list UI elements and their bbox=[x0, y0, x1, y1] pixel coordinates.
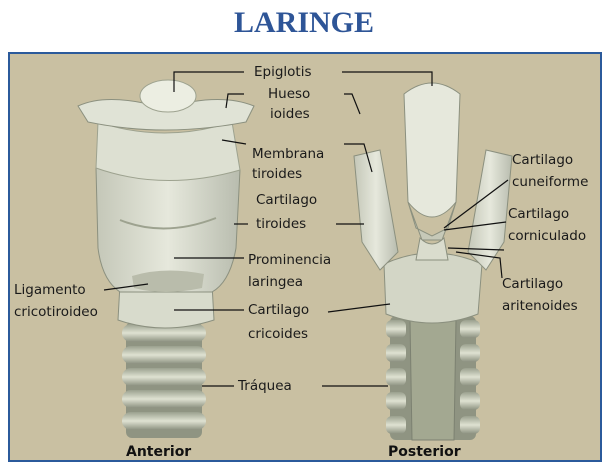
label-aritenoides-1: Cartilago bbox=[502, 276, 563, 292]
label-cuneiforme-2: cuneiforme bbox=[512, 174, 588, 190]
label-prominencia-1: Prominencia bbox=[248, 252, 331, 268]
label-corniculado-1: Cartilago bbox=[508, 206, 569, 222]
label-cricoides-2: cricoides bbox=[248, 326, 308, 342]
label-aritenoides-2: aritenoides bbox=[502, 298, 578, 314]
label-epiglotis: Epiglotis bbox=[254, 64, 312, 80]
label-traquea: Tráquea bbox=[237, 378, 292, 394]
label-ligamento-1: Ligamento bbox=[14, 282, 86, 298]
label-ligamento-2: cricotiroideo bbox=[14, 304, 98, 320]
page-title: LARINGE bbox=[0, 6, 608, 40]
label-corniculado-2: corniculado bbox=[508, 228, 586, 244]
caption-anterior: Anterior bbox=[126, 444, 191, 460]
label-hueso-ioides-1: Hueso bbox=[268, 86, 310, 102]
caption-posterior: Posterior bbox=[388, 444, 461, 460]
label-membrana-tiroides-1: Membrana bbox=[252, 146, 324, 162]
label-cartilago-tiroides-1: Cartilago bbox=[256, 192, 317, 208]
label-cuneiforme-1: Cartilago bbox=[512, 152, 573, 168]
label-prominencia-2: laringea bbox=[248, 274, 303, 290]
larynx-figure: Epiglotis Hueso ioides Membrana tiroides… bbox=[8, 52, 602, 462]
label-hueso-ioides-2: ioides bbox=[270, 106, 310, 122]
label-membrana-tiroides-2: tiroides bbox=[252, 166, 302, 182]
label-cricoides-1: Cartilago bbox=[248, 302, 309, 318]
label-cartilago-tiroides-2: tiroides bbox=[256, 216, 306, 232]
